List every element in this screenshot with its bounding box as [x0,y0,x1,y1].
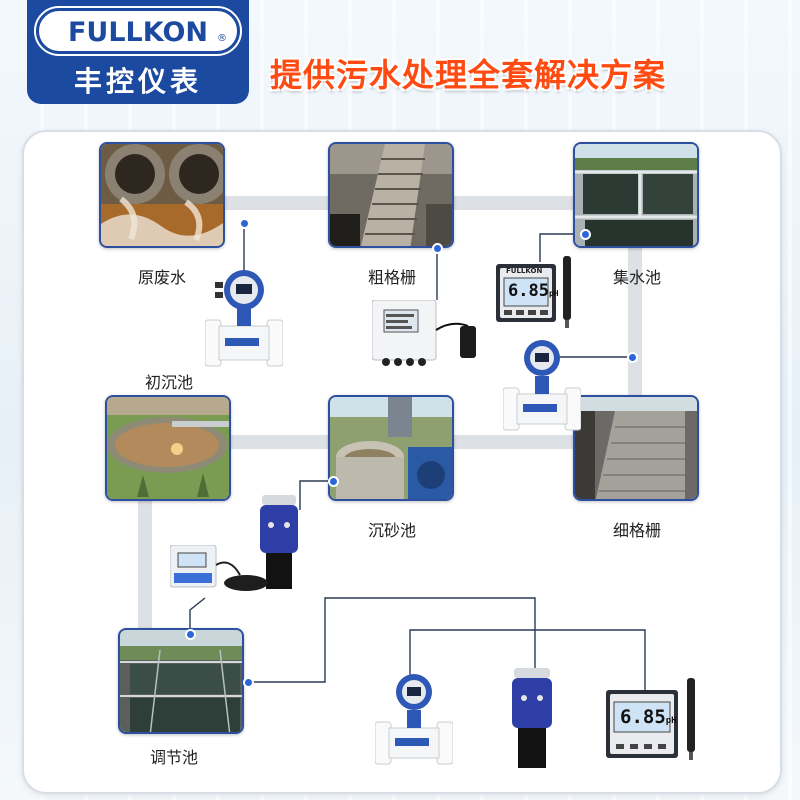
electromagnetic-flowmeter [204,268,284,378]
electromagnetic-flowmeter [502,338,582,438]
level-controller [169,544,270,605]
connection-node [185,629,196,640]
photo-primary-settling [105,395,231,501]
brand-logo: FULLKON ® 丰控仪表 [27,0,249,104]
electromagnetic-flowmeter [374,672,454,772]
connection-node [243,677,254,688]
photo-raw-water [99,142,225,248]
label-grit-chamber: 沉砂池 [367,521,416,540]
headline: 提供污水处理全套解决方案 [270,56,667,94]
label-coarse-screen: 粗格栅 [367,268,416,287]
connection-node [239,218,250,229]
label-primary-settling: 初沉池 [144,373,193,392]
ph-reading: 6.85pH [620,706,677,728]
ultrasonic-level-probe [510,668,554,776]
photo-collection-pool [573,142,699,248]
ultrasonic-level-probe [258,495,300,599]
connection-node [580,229,591,240]
ph-unit: pH [665,716,677,726]
brand-name: FULLKON [67,17,209,48]
ph-unit: pH [548,289,559,298]
connection-node [627,352,638,363]
ph-value: 6.85 [620,706,666,728]
label-regulating-pool: 调节池 [149,748,198,767]
ph-probe [684,678,698,764]
brand-name-pill: FULLKON ® [34,6,242,56]
photo-grit-chamber [328,395,454,501]
registered-mark: ® [217,33,227,44]
connection-node [432,243,443,254]
photo-fine-screen [573,395,699,501]
label-collection-pool: 集水池 [612,268,661,287]
label-fine-screen: 细格栅 [612,521,661,540]
brand-name-cn: 丰控仪表 [73,65,202,98]
label-raw-water: 原废水 [137,268,186,287]
ultrasonic-level-meter [371,299,490,370]
photo-coarse-screen [328,142,454,248]
ph-reading: 6.85pH [508,281,559,301]
connection-node [328,476,339,487]
ph-meter-brand: FULLKON [506,267,543,275]
photo-regulating-pool [118,628,244,734]
ph-meter-display: FULLKON 6.85pH [496,264,559,326]
ph-value: 6.85 [508,281,549,301]
ph-probe [560,256,574,332]
ph-meter-display: 6.85pH [606,690,678,762]
